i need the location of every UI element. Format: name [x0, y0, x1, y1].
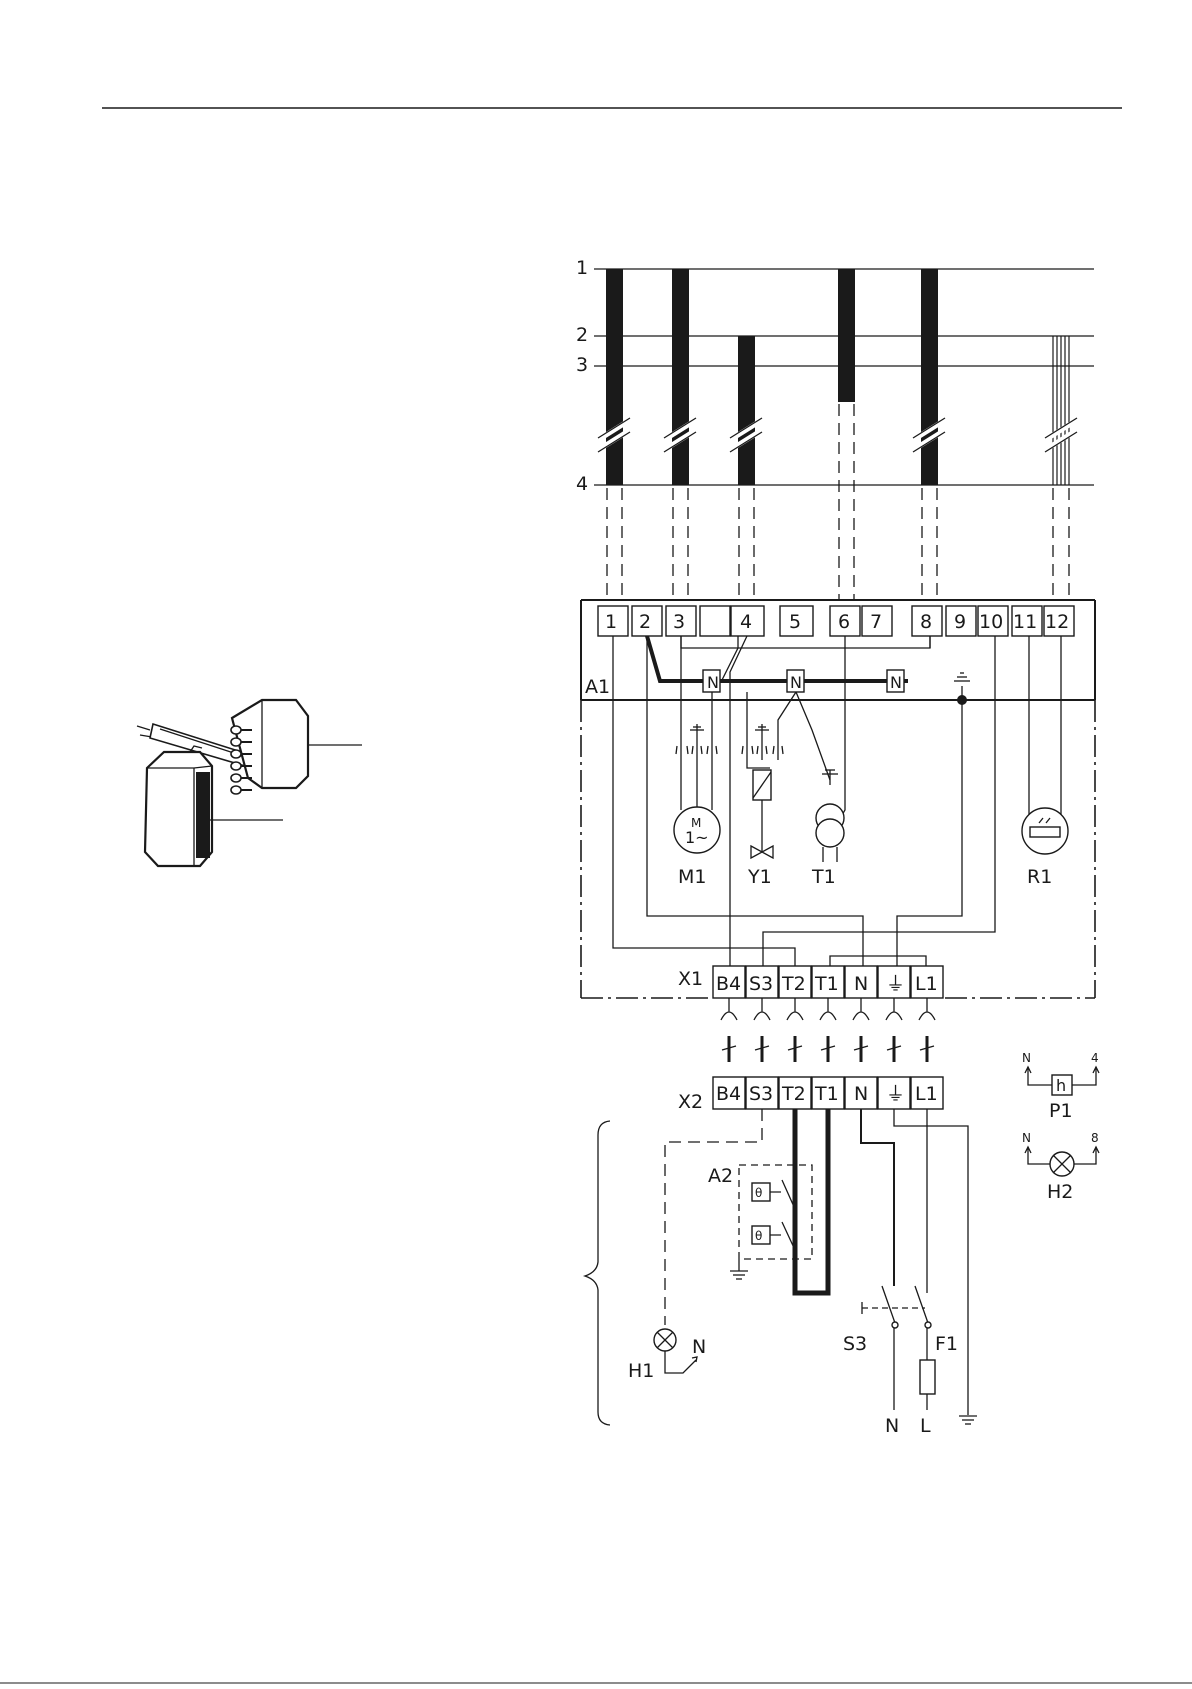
p1-symbol: h: [1056, 1076, 1066, 1095]
a1-frame: [581, 600, 1095, 998]
x1-terminal-label: S3: [749, 973, 773, 995]
m1-symbol-bottom: 1~: [685, 828, 709, 847]
a2-label: A2: [708, 1165, 733, 1187]
x2-terminal-label: T2: [781, 1083, 806, 1105]
cable-bar-1: [606, 269, 623, 485]
level-1-label: 1: [576, 257, 588, 279]
level-3-label: 3: [576, 354, 588, 376]
a1-terminal-label: 2: [639, 611, 651, 633]
p1-label: P1: [1049, 1100, 1073, 1122]
cable-bar-4: [838, 269, 855, 402]
x2-label: X2: [678, 1091, 703, 1113]
r1-label: R1: [1027, 866, 1052, 888]
cable-bar-2: [672, 269, 689, 485]
cable-bar-5: [921, 269, 938, 485]
x1-terminal-label: B4: [716, 973, 741, 995]
h2-8-label: 8: [1091, 1131, 1099, 1145]
x2-terminal-label: ⏚: [886, 1083, 905, 1105]
r1-sensor-symbol: [1022, 808, 1068, 854]
supply-l-label: L: [920, 1415, 931, 1437]
x2-terminal-label: B4: [716, 1083, 741, 1105]
p1-4-label: 4: [1091, 1051, 1099, 1065]
a1-terminal-label: 6: [838, 611, 850, 633]
a1-down-wires: [613, 636, 1061, 966]
plug-illustration: [137, 700, 362, 866]
n-mark: N: [890, 673, 902, 692]
a1-label: A1: [585, 676, 610, 698]
y1-label: Y1: [747, 866, 772, 888]
x1-terminal-label: T1: [814, 973, 839, 995]
a1-terminal-label: 7: [870, 611, 882, 633]
a1-terminal-label: 1: [605, 611, 617, 633]
x2-terminal-label: N: [854, 1083, 868, 1105]
x1-label: X1: [678, 968, 703, 990]
a1-terminal-label: 11: [1013, 611, 1037, 633]
x2-terminal-label: S3: [749, 1083, 773, 1105]
supply-n-label: N: [885, 1415, 899, 1437]
plug-connectors: [721, 998, 935, 1020]
p1-n-label: N: [1022, 1051, 1031, 1065]
x1-terminal-label: T2: [781, 973, 806, 995]
level-4-label: 4: [576, 473, 588, 495]
y1-valve-symbol: [742, 720, 783, 858]
h2-label: H2: [1047, 1181, 1073, 1203]
m1-label: M1: [678, 866, 706, 888]
h1-label: H1: [628, 1360, 654, 1382]
cable-bar-3: [738, 336, 755, 485]
h2-n-label: N: [1022, 1131, 1031, 1145]
level-2-label: 2: [576, 324, 588, 346]
a1-terminal-label: 9: [954, 611, 966, 633]
cable-bars: [606, 269, 1069, 485]
h1-n-label: N: [692, 1336, 706, 1358]
n-mark: N: [707, 673, 719, 692]
pin-rows: [722, 1036, 934, 1062]
x1-terminal-label: ⏚: [886, 973, 905, 995]
a1-terminal-label: 12: [1045, 611, 1069, 633]
t1-transformer-symbol: [816, 770, 844, 862]
a1-terminal-label: 5: [789, 611, 801, 633]
x2-terminal-label: T1: [814, 1083, 839, 1105]
a1-terminal-label: 10: [979, 611, 1003, 633]
f1-label: F1: [935, 1333, 958, 1355]
thermostat-symbol: θ: [755, 1229, 762, 1243]
a1-terminal-label: 8: [920, 611, 932, 633]
thermostat-symbol: θ: [755, 1186, 762, 1200]
x2-terminal-label: L1: [915, 1083, 938, 1105]
a1-terminal-label: 4: [740, 611, 752, 633]
x1-terminal-label: N: [854, 973, 868, 995]
s3-label: S3: [843, 1333, 867, 1355]
h2-lamp-symbol: [1025, 1147, 1099, 1176]
x1-terminal-label: L1: [915, 973, 938, 995]
a1-terminal-label: 3: [673, 611, 685, 633]
a1-internal-wiring: [647, 636, 970, 705]
t1-label: T1: [811, 866, 836, 888]
n-mark: N: [790, 673, 802, 692]
